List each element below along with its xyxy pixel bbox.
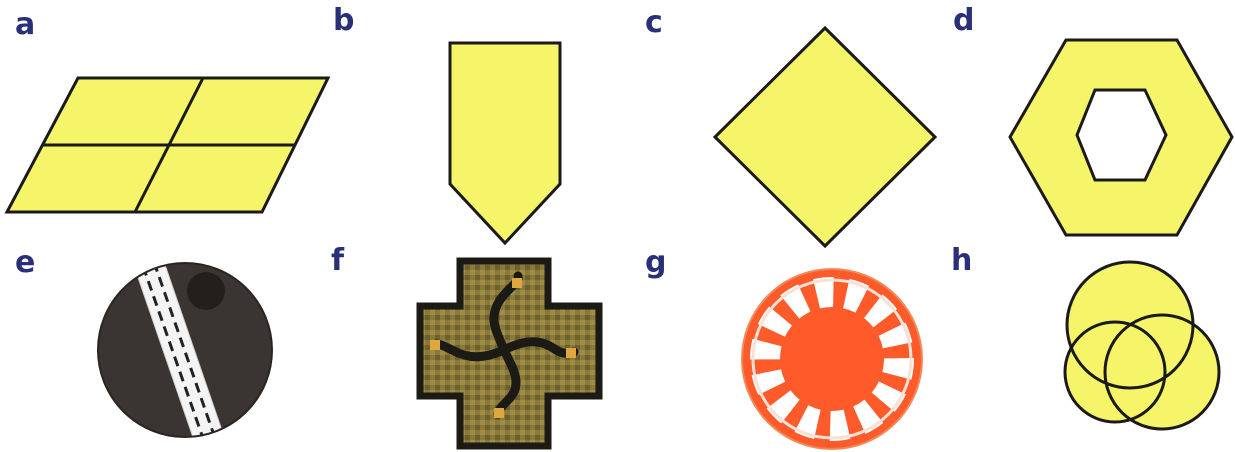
pennant-shape (450, 43, 560, 243)
hexagon-shape (1010, 40, 1232, 235)
swirl-gem-right (566, 348, 576, 358)
ball-shadow-spot (187, 272, 225, 310)
figure-g-poker-chip (742, 269, 922, 449)
figure-h-venn (1065, 262, 1219, 429)
swirl-gem-left (430, 340, 440, 350)
figure-a-parallelogram (7, 78, 328, 212)
figure-b-pennant (450, 43, 560, 243)
figure-d-hexagon (1010, 40, 1232, 235)
figure-f-cross-tile (420, 261, 599, 446)
swirl-gem-top (512, 278, 522, 288)
figure-e-cricket-ball (98, 256, 272, 449)
swirl-gem-bottom (494, 408, 504, 418)
figure-c-diamond (715, 28, 935, 246)
chip-center (782, 309, 882, 409)
diamond-shape (715, 28, 935, 246)
